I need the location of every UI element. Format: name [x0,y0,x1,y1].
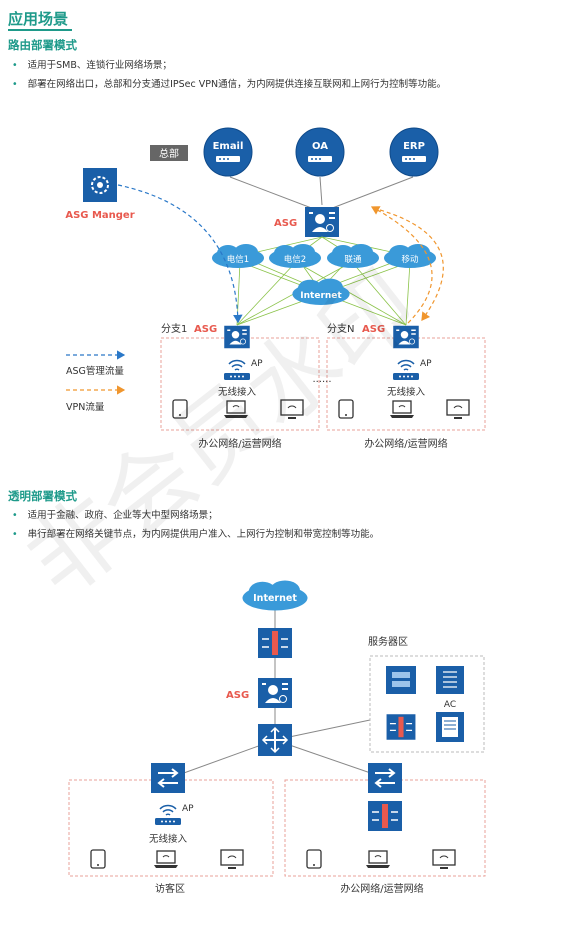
guest-switch-device [150,762,186,794]
vpn-arrow-2 [379,209,444,321]
branch1-tablet-icon [172,399,188,419]
branch1-asg-label: ASG [194,324,217,335]
branch1-laptop-icon [223,400,249,419]
isp-cloud-4-label: 移动 [401,254,419,265]
link-erp-asg [321,176,414,213]
link-core-guest [169,739,276,779]
routing-bullet-2: •部署在网络出口，总部和分支通过IPSec VPN通信，为内网提供连接互联网和上… [12,79,447,90]
mgmt-traffic-arrow [117,184,243,324]
guest-wireless-label: 无线接入 [149,833,188,845]
branchn-tablet-icon [338,399,354,419]
office-laptop-icon [365,850,391,869]
server-erp-label: ERP [403,141,425,152]
link-email-asg [229,176,323,213]
guest-monitor-icon [220,849,244,870]
link-core-office [274,739,386,779]
server-email-label: Email [213,141,244,152]
office-switch-device [367,762,403,794]
branchn-monitor-icon [446,399,470,420]
guest-ap [154,804,182,826]
server-rack-device [386,666,416,694]
firewall-device [257,627,293,659]
branch1-ap [223,359,251,381]
internet-label-bottom: Internet [253,593,297,604]
branchn-label: 分支N [327,323,354,335]
server-oa-label: OA [312,141,328,152]
server-zone-box [369,655,485,753]
zone-firewall-device [385,713,417,741]
branch1-label: 分支1 [161,323,187,335]
page-title: 应用场景 [8,10,69,28]
server-erp [389,127,439,177]
branch1-asg-device [223,325,251,349]
isp-cloud-1-label: 电信1 [227,254,249,265]
branch-ellipsis: ...... [312,374,331,385]
server-zone-label: 服务器区 [368,635,408,648]
branchn-laptop-icon [389,400,415,419]
hq-label: 总部 [159,147,179,160]
transparent-heading: 透明部署模式 [8,489,77,503]
office-monitor-icon [432,849,456,870]
office-zone-label: 办公网络/运营网络 [340,882,423,895]
office-firewall-device [367,800,403,832]
legend-vpn-label: VPN流量 [66,401,105,413]
asg-manager-label: ASG Manger [65,210,134,221]
isp-cloud-2-label: 电信2 [284,254,306,265]
storage-device [436,666,464,694]
ac-label: AC [444,700,456,710]
title-underline [8,29,72,31]
branch1-ap-label: AP [251,359,263,369]
transparent-bullet-1: •适用于金融、政府、企业等大中型网络场景； [12,510,218,521]
legend-mgmt-label: ASG管理流量 [66,365,124,377]
branchn-office-label: 办公网络/运营网络 [364,437,447,450]
gear-icon [91,176,109,194]
transparent-bullet-2: •串行部署在网络关键节点，为内网提供用户准入、上网行为控制和带宽控制等功能。 [12,529,380,540]
hq-label-box [150,145,188,161]
branch1-monitor-icon [280,399,304,420]
server-email [203,127,253,177]
branch1-office-label: 办公网络/运营网络 [198,437,281,450]
routing-bullet-1: •适用于SMB、连锁行业网络场景； [12,60,172,71]
branch1-wireless-label: 无线接入 [218,386,257,398]
transparent-asg-label: ASG [226,690,249,701]
guest-ap-label: AP [182,804,194,814]
branchn-asg-label: ASG [362,324,385,335]
guest-zone-label: 访客区 [155,882,185,895]
routing-heading: 路由部署模式 [8,38,77,52]
branchn-asg-device [392,325,420,349]
isp-cloud-3-label: 联通 [344,254,362,265]
hq-asg-device [304,206,340,238]
server-oa [295,127,345,177]
transparent-asg-device [257,677,293,709]
internet-label-top: Internet [300,291,342,301]
link-oa-asg [319,176,323,206]
hq-asg-label: ASG [274,218,297,229]
guest-laptop-icon [153,850,179,869]
branchn-ap-label: AP [420,359,432,369]
branchn-ap [392,359,420,381]
branchn-wireless-label: 无线接入 [387,386,426,398]
office-tablet-icon [306,849,322,869]
guest-tablet-icon [90,849,106,869]
